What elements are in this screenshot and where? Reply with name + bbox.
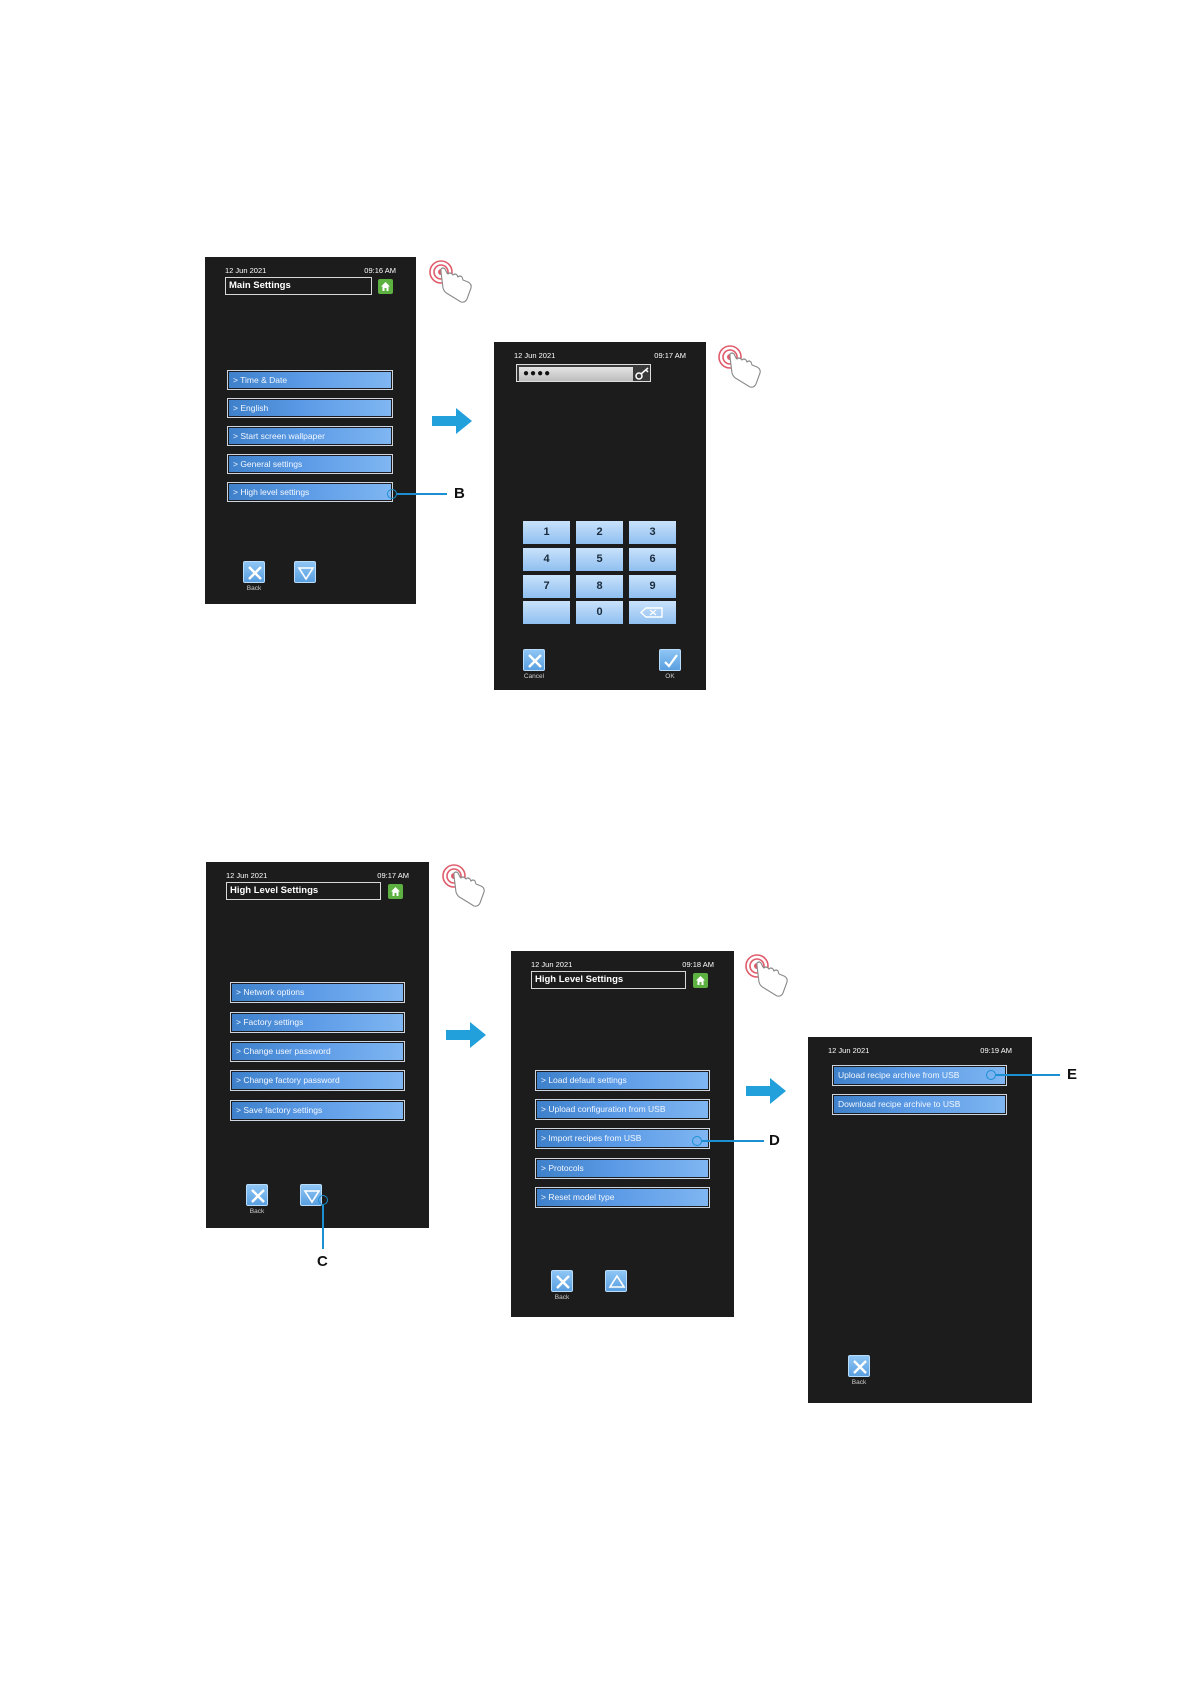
menu-item-general-settings[interactable]: > General settings [227,454,393,474]
cancel-label: Cancel [523,673,545,680]
menu-item-start-screen-wallpaper[interactable]: > Start screen wallpaper [227,426,393,446]
ok-label: OK [665,673,675,680]
menu-item-reset-model-type[interactable]: > Reset model type [535,1187,710,1208]
menu-item-protocols[interactable]: > Protocols [535,1158,710,1179]
recipe-archive-screen: 12 Jun 2021 09:19 AM Upload recipe archi… [808,1037,1032,1403]
menu-item-network-options[interactable]: > Network options [230,982,405,1003]
menu-item-time-date[interactable]: > Time & Date [227,370,393,390]
keypad-key-blank [523,601,570,624]
arrow-right-icon [446,1022,486,1048]
callout-c-marker [318,1195,328,1205]
tap-gesture-icon [745,954,789,998]
menu-item-save-factory-settings[interactable]: > Save factory settings [230,1100,405,1121]
keypad-key-3[interactable]: 3 [629,521,676,544]
date-label: 12 Jun 2021 [225,266,267,275]
main-settings-screen: 12 Jun 2021 09:16 AM Main Settings > Tim… [205,257,416,604]
tap-gesture-icon [429,260,473,304]
callout-e-line [996,1074,1060,1076]
tap-gesture-icon [718,345,762,389]
high-level-settings-screen-page1: 12 Jun 2021 09:17 AM High Level Settings… [206,862,429,1228]
date-label: 12 Jun 2021 [531,960,573,969]
page-title: High Level Settings [531,971,686,989]
home-icon[interactable] [388,884,403,899]
keypad-key-0[interactable]: 0 [576,601,623,624]
keypad-key-8[interactable]: 8 [576,575,623,598]
callout-c-label: C [317,1253,328,1270]
menu-item-import-recipes-from-usb[interactable]: > Import recipes from USB [535,1128,710,1149]
callout-e-marker [986,1070,996,1080]
date-label: 12 Jun 2021 [514,351,556,360]
backspace-icon[interactable] [629,601,676,624]
arrow-right-icon [746,1078,786,1104]
check-icon[interactable] [659,649,681,671]
menu-item-upload-configuration-from-usb[interactable]: > Upload configuration from USB [535,1099,710,1120]
callout-d-line [702,1140,764,1142]
time-label: 09:17 AM [377,871,409,880]
back-label: Back [249,1208,265,1215]
scroll-down-icon[interactable] [294,561,316,583]
callout-b-marker [387,489,397,499]
menu-item-high-level-settings[interactable]: > High level settings [227,482,393,502]
scroll-down-icon[interactable] [300,1184,322,1206]
time-label: 09:16 AM [364,266,396,275]
time-label: 09:17 AM [654,351,686,360]
keypad-key-5[interactable]: 5 [576,548,623,571]
close-icon[interactable] [243,561,265,583]
page-title: Main Settings [225,277,372,295]
close-icon[interactable] [848,1355,870,1377]
keypad-key-2[interactable]: 2 [576,521,623,544]
menu-item-language[interactable]: > English [227,398,393,418]
callout-b-label: B [454,485,465,502]
back-label: Back [851,1379,867,1386]
high-level-settings-screen-page2: 12 Jun 2021 09:18 AM High Level Settings… [511,951,734,1317]
password-field-frame: ●●●● [516,364,651,382]
keypad-key-7[interactable]: 7 [523,575,570,598]
tap-gesture-icon [442,864,486,908]
keypad-key-9[interactable]: 9 [629,575,676,598]
menu-item-upload-recipe-archive-from-usb[interactable]: Upload recipe archive from USB [832,1065,1007,1086]
callout-d-marker [692,1136,702,1146]
password-entry-screen: 12 Jun 2021 09:17 AM ●●●● 1 2 3 4 5 6 7 … [494,342,706,690]
password-input[interactable]: ●●●● [519,367,633,381]
date-label: 12 Jun 2021 [226,871,268,880]
time-label: 09:19 AM [980,1046,1012,1055]
callout-e-label: E [1067,1066,1078,1083]
menu-item-download-recipe-archive-to-usb[interactable]: Download recipe archive to USB [832,1094,1007,1115]
menu-item-factory-settings[interactable]: > Factory settings [230,1012,405,1033]
back-label: Back [246,585,262,592]
callout-d-label: D [769,1132,780,1149]
close-icon[interactable] [246,1184,268,1206]
arrow-right-icon [432,408,472,434]
menu-item-change-factory-password[interactable]: > Change factory password [230,1070,405,1091]
home-icon[interactable] [693,973,708,988]
page-title: High Level Settings [226,882,381,900]
time-label: 09:18 AM [682,960,714,969]
menu-item-change-user-password[interactable]: > Change user password [230,1041,405,1062]
close-icon[interactable] [551,1270,573,1292]
scroll-up-icon[interactable] [605,1270,627,1292]
keypad-key-1[interactable]: 1 [523,521,570,544]
callout-c-line [322,1205,324,1249]
menu-item-load-default-settings[interactable]: > Load default settings [535,1070,710,1091]
keypad-key-6[interactable]: 6 [629,548,676,571]
callout-b-line [397,493,447,495]
key-icon [634,366,650,386]
cancel-icon[interactable] [523,649,545,671]
home-icon[interactable] [378,279,393,294]
keypad-key-4[interactable]: 4 [523,548,570,571]
date-label: 12 Jun 2021 [828,1046,870,1055]
back-label: Back [554,1294,570,1301]
